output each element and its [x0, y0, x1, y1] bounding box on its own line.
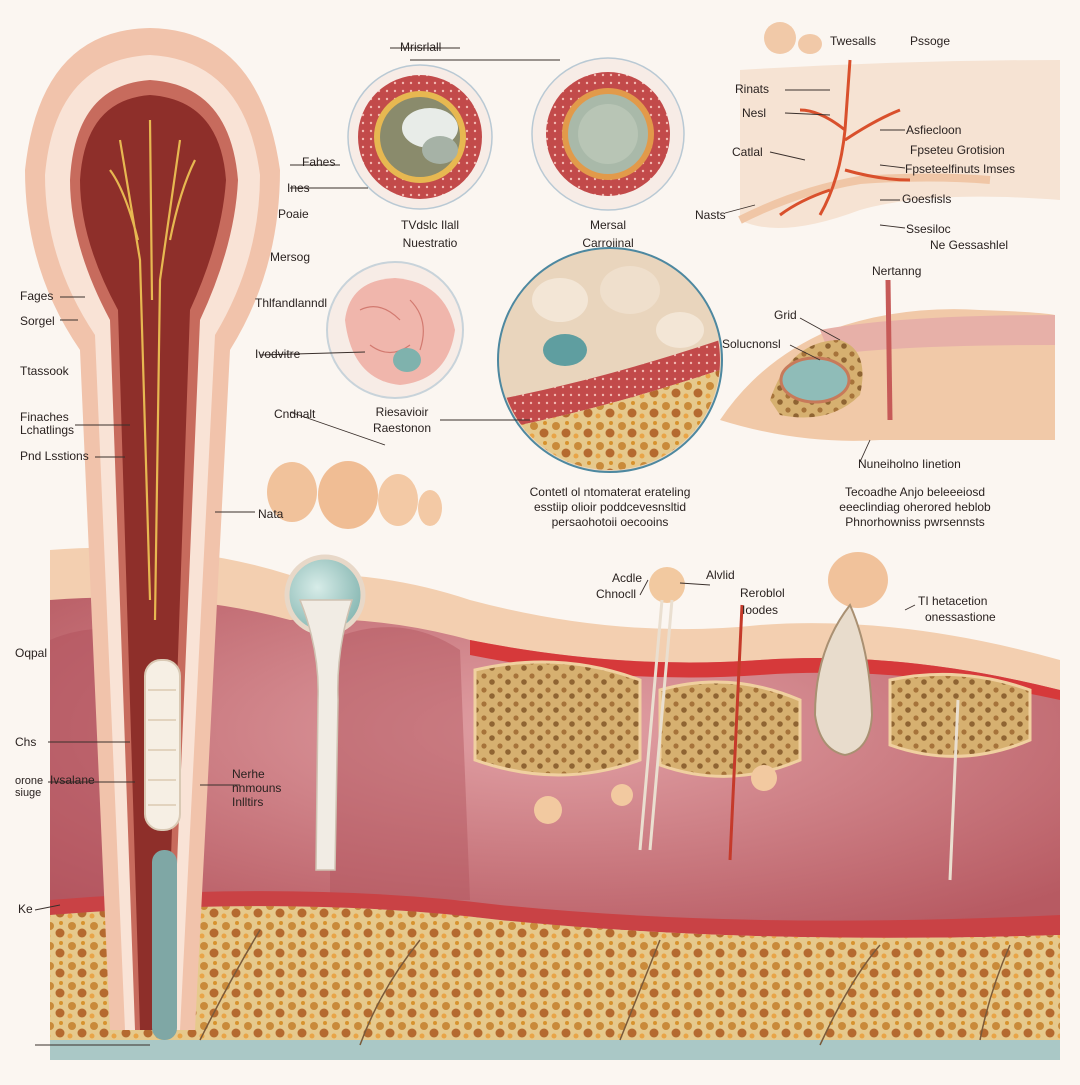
follicle-inset [326, 261, 464, 399]
mid-caption-2: Raestonon [372, 421, 432, 435]
right-para-1: Tecoadhe Anjo beleeeiosd [844, 485, 986, 499]
label-mid-left-2: Thlfandlanndl [255, 296, 328, 310]
label-tr-3: Rinats [735, 82, 770, 96]
label-top-left-b: Ines [287, 181, 310, 195]
label-left-1: Fages [20, 289, 54, 303]
sebaceous-gland [720, 279, 1055, 441]
inset1-caption-1: TVdslc Ilall [400, 218, 459, 232]
label-low-left-2: Chs [15, 735, 37, 749]
label-r-2: Grid [774, 308, 797, 322]
label-r-1: Nertanng [872, 264, 922, 278]
cell-clusters [267, 461, 442, 529]
capillary-network [738, 22, 1060, 228]
cross-section-inset-1 [347, 64, 493, 210]
label-tr-2: Pssoge [910, 34, 951, 48]
label-low-left-1: Oqpal [15, 646, 48, 660]
label-left-3: Ttassook [20, 364, 69, 378]
label-tr-9: Fpseteelfinuts Imses [905, 162, 1016, 176]
right-para-3: Phnorhowniss pwrsennsts [845, 515, 985, 529]
inset1-caption-2: Nuestratio [402, 236, 458, 250]
label-left-6: Pnd Lsstions [20, 449, 89, 463]
label-low-4: Reroblol [740, 586, 785, 600]
mid-para-1: Contetl ol ntomaterat erateling [529, 485, 691, 499]
leader-lines [34, 47, 916, 1046]
label-tr-11: Ssesiloc [906, 222, 951, 236]
label-top-left-a: Fahes [302, 155, 336, 169]
label-low-left-6: Nerhe [232, 767, 265, 781]
label-low-2: Chnocll [596, 587, 637, 601]
inset2-caption-1: Mersal [589, 218, 626, 232]
label-top-mid-1: Mrisrlall [400, 40, 442, 54]
label-mid-left-4: Cndnalt [274, 407, 316, 421]
small-follicle [284, 554, 366, 871]
lower-hairs [534, 552, 960, 881]
hair-follicle [25, 28, 280, 1040]
label-tr-7: Asfiecloon [906, 123, 962, 137]
label-tr-12: Ne Gessashlel [930, 238, 1009, 252]
label-low-left-7: nnmouns [232, 781, 282, 795]
label-left-2: Sorgel [20, 314, 55, 328]
label-r-4: Nuneiholno Iinetion [858, 457, 961, 471]
right-para-2: eeeclindiag oherored heblob [839, 500, 991, 514]
label-low-5: Ioodes [742, 603, 779, 617]
mid-para-3: persaohotoii oecooins [551, 515, 669, 529]
label-left-4: Finaches [20, 410, 69, 424]
label-low-6: TI hetacetion [918, 594, 988, 608]
label-low-left-8: Inlltirs [232, 795, 264, 809]
label-left-5: Lchatlings [20, 423, 75, 437]
cross-section-inset-2 [531, 57, 685, 211]
label-low-7: onessastione [925, 610, 996, 624]
label-tr-1: Twesalls [830, 34, 877, 48]
label-mid-left-1: Mersog [270, 250, 311, 264]
mid-para-2: esstiip olioir poddcevesnsltid [533, 500, 687, 514]
label-tr-8: Fpseteu Grotision [910, 143, 1005, 157]
label-tr-4: Nesl [742, 106, 767, 120]
label-nata: Nata [258, 507, 284, 521]
label-low-1: Acdle [612, 571, 643, 585]
inset2-caption-2: Carroiinal [582, 236, 634, 250]
label-low-left-5: Ivsalane [50, 773, 95, 787]
label-tr-10: Goesfisls [902, 192, 952, 206]
mid-caption-1: Riesavioir [375, 405, 429, 419]
label-low-left-3: orone [15, 775, 44, 787]
label-low-left-4: siuge [15, 787, 42, 799]
sebaceous-inset [497, 247, 723, 473]
label-low-left-9: Ke [18, 902, 33, 916]
label-mid-left-3: Ivodvitre [255, 347, 301, 361]
label-low-3: Alvlid [706, 568, 735, 582]
label-top-left-c: Poaie [278, 207, 309, 221]
label-r-3: Solucnonsl [722, 337, 781, 351]
label-tr-6: Nasts [695, 208, 726, 222]
label-tr-5: Catlal [732, 145, 763, 159]
